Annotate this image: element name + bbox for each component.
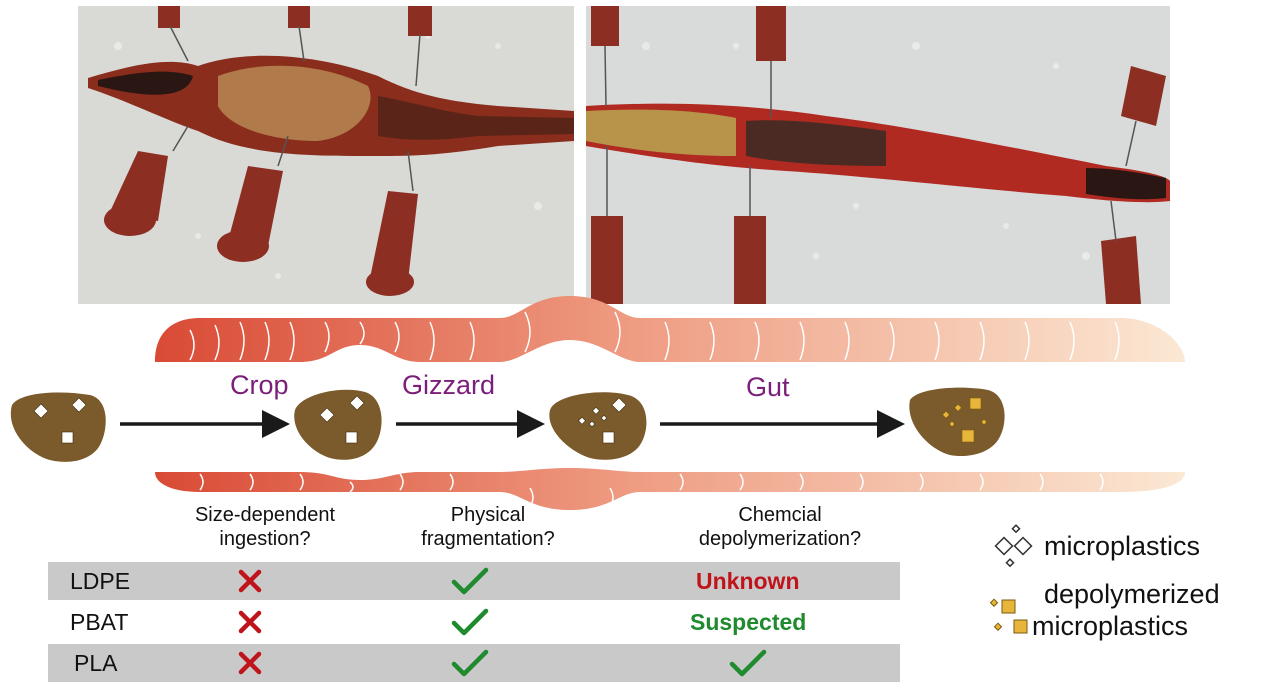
row-label: PBAT [70, 609, 129, 635]
soil-particle-2 [294, 389, 382, 460]
check-icon [451, 608, 489, 636]
question-ingestion: Size-dependent ingestion? [194, 504, 336, 550]
dissected-worm-photo-left [78, 6, 574, 304]
dissected-gut-photo-right [586, 6, 1170, 304]
soil-particle-3 [549, 392, 647, 460]
row-label: LDPE [70, 568, 131, 594]
stage-label-crop: Crop [230, 370, 289, 400]
table-row-ldpe: LDPE Unknown [48, 562, 900, 600]
cross-icon [238, 651, 262, 675]
legend-microplastics: microplastics [1044, 531, 1201, 561]
microplastic-diamond-icon [994, 524, 1033, 568]
question-depolymerization: Chemcial depolymerization? [698, 504, 862, 550]
check-icon [451, 567, 489, 595]
stage-label-gizzard: Gizzard [402, 370, 496, 400]
ingestion-flow [10, 387, 1005, 462]
stage-label-gut: Gut [746, 372, 790, 402]
table-row-pbat: PBAT Suspected [48, 603, 900, 641]
soil-particle-4 [909, 387, 1005, 457]
question-fragmentation: Physical fragmentation? [421, 504, 555, 550]
gut-wall-lower [155, 468, 1185, 510]
gut-wall-upper [155, 296, 1185, 362]
status-suspected: Suspected [690, 609, 807, 635]
digestive-tract-schematic [155, 296, 1185, 510]
row-label: PLA [74, 650, 118, 676]
depolymerized-square-icon [990, 598, 1028, 634]
check-icon [729, 649, 767, 677]
status-unknown: Unknown [696, 568, 800, 594]
legend-depolymerized: depolymerized microplastics [1032, 579, 1220, 641]
cross-icon [238, 610, 262, 634]
table-row-pla: PLA [48, 644, 900, 682]
cross-icon [238, 569, 262, 593]
check-icon [451, 649, 489, 677]
soil-particle-1 [10, 392, 106, 462]
